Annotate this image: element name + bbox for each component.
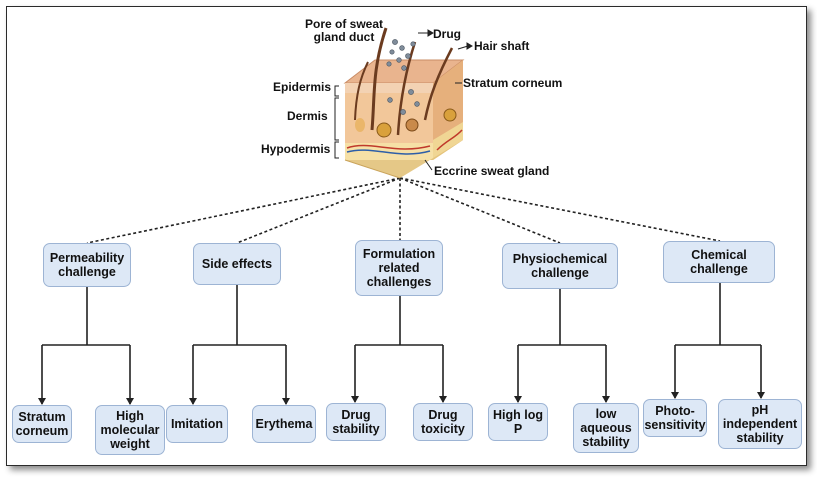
dashed-link-physiochemical (399, 177, 561, 244)
challenge-box-permeability: Permeability challenge (43, 243, 131, 287)
tree-chemical (674, 283, 762, 398)
arrowhead (126, 398, 134, 405)
challenge-box-formulation: Formulation related challenges (355, 240, 443, 296)
challenge-box-chemical: Chemical challenge (663, 241, 775, 283)
arrowhead (514, 396, 522, 403)
challenge-box-physiochemical: Physiochemical challenge (502, 243, 618, 289)
arrowhead (671, 392, 679, 399)
arrowhead (439, 396, 447, 403)
leaf-box-erythema: Erythema (252, 405, 316, 443)
arrowhead (351, 396, 359, 403)
epidermis-label: Epidermis (273, 80, 332, 94)
dashed-link-side-effects (236, 177, 401, 244)
leaf-box-ph-independent-stability: pH independent stability (718, 399, 802, 449)
hair-shaft-label: Hair shaft (474, 39, 530, 53)
tree-formulation (354, 296, 444, 402)
arrowhead (282, 398, 290, 405)
leaf-box-low-aqueous-stability: low aqueous stability (573, 403, 639, 453)
leaf-box-drug-stability: Drug stability (326, 403, 386, 441)
arrowhead (189, 398, 197, 405)
hypodermis-label: Hypodermis (261, 142, 331, 156)
leaf-box-high-log-p: High log P (488, 403, 548, 441)
skin-cross-section-illustration (334, 27, 465, 179)
drug-label: Drug (433, 27, 461, 41)
dashed-link-chemical (399, 177, 721, 242)
dermis-label: Dermis (287, 109, 328, 123)
stratum-corneum-label: Stratum corneum (463, 76, 563, 90)
leaf-box-drug-toxicity: Drug toxicity (413, 403, 473, 441)
arrowhead (38, 398, 46, 405)
tree-physiochemical (517, 289, 607, 402)
eccrine-sweat-gland-label: Eccrine sweat gland (434, 164, 550, 178)
dashed-link-permeability (86, 177, 401, 244)
arrowhead (757, 392, 765, 399)
leaf-box-photo-sensitivity: Photo- sensitivity (643, 399, 707, 437)
tree-side-effects (192, 285, 287, 404)
pore-of-sweat-gland-duct-label: Pore of sweat gland duct (305, 17, 384, 44)
tree-permeability (41, 287, 131, 404)
arrowhead (602, 396, 610, 403)
leaf-box-stratum-corneum: Stratum corneum (12, 405, 72, 443)
leaf-box-high-molecular-weight: High molecular weight (95, 405, 165, 455)
challenge-box-side-effects: Side effects (193, 243, 281, 285)
leaf-box-imitation: Imitation (166, 405, 228, 443)
